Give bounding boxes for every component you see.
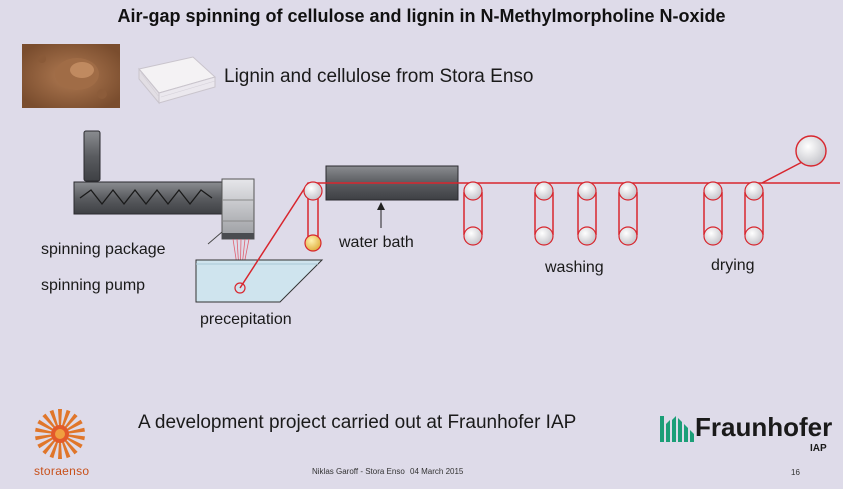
water-bath-pointer	[377, 202, 385, 228]
feed-hopper	[83, 130, 101, 182]
project-credit-text: A development project carried out at Fra…	[138, 412, 577, 433]
extruder-screw	[73, 181, 229, 215]
stora-enso-logo-icon	[35, 409, 85, 459]
stora-enso-wordmark: storaenso	[34, 464, 90, 478]
slide-title: Air-gap spinning of cellulose and lignin…	[117, 6, 726, 26]
fraunhofer-logo-icon	[660, 416, 694, 442]
page-number: 16	[791, 468, 800, 477]
label-drying: drying	[711, 257, 755, 274]
cellulose-sheets-image	[138, 56, 217, 105]
take-up-roll	[795, 135, 827, 167]
lignin-powder-image	[22, 44, 120, 108]
material-source-text: Lignin and cellulose from Stora Enso	[224, 66, 534, 87]
label-precipitation: precepitation	[200, 311, 292, 328]
fraunhofer-wordmark: Fraunhofer	[695, 412, 833, 442]
fraunhofer-iap-label: IAP	[810, 443, 827, 454]
washing-rollers	[463, 181, 638, 246]
footer-date: 04 March 2015	[410, 467, 464, 476]
spinning-package	[221, 178, 255, 240]
label-spinning-package: spinning package	[41, 241, 166, 258]
label-washing: washing	[545, 259, 604, 276]
label-water-bath: water bath	[339, 234, 414, 251]
water-bath-rollers	[303, 181, 323, 252]
footer-author: Niklas Garoff - Stora Enso	[312, 467, 405, 476]
drying-rollers	[703, 181, 764, 246]
label-spinning-pump: spinning pump	[41, 277, 146, 294]
precipitation-bath	[195, 259, 324, 303]
